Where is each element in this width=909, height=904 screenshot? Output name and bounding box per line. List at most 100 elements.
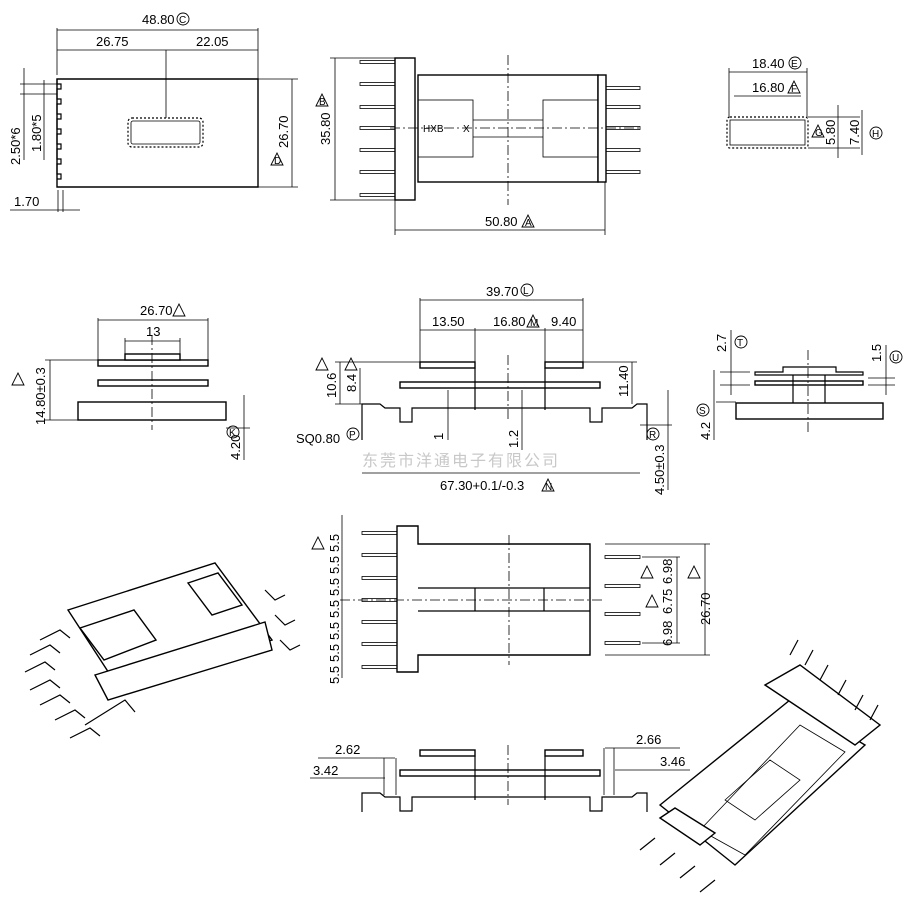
dim-overall-width: 48.80 <box>142 12 175 27</box>
pin <box>359 60 396 64</box>
dim-front-right: 9.40 <box>551 314 576 329</box>
dim-h3: 11.40 <box>616 365 631 397</box>
pin <box>359 193 396 197</box>
marker-k: K <box>229 428 236 439</box>
dim-s: 4.2 <box>698 422 713 440</box>
end-view <box>45 318 250 460</box>
dim-pitch-5: 5.5 <box>327 622 342 640</box>
pin <box>361 598 398 602</box>
dim-pitch-4: 5.5 <box>327 600 342 618</box>
pin <box>604 641 641 645</box>
marker-s: S <box>699 406 706 417</box>
bottom-view <box>340 515 710 678</box>
dim-core: 13 <box>146 324 160 339</box>
dim-outer-height: 7.40 <box>847 120 862 145</box>
dim-t: 2.7 <box>714 334 729 352</box>
dim-inner-width: 16.80 <box>752 80 785 95</box>
dim-h1: 10.6 <box>324 373 339 398</box>
marker-u: U <box>892 353 899 364</box>
pin <box>605 105 641 109</box>
top-view <box>10 28 298 212</box>
pin <box>359 148 396 152</box>
front-view <box>335 298 672 490</box>
side-view-top <box>330 55 641 235</box>
pin <box>604 584 641 588</box>
pin <box>359 82 396 86</box>
dim-pitch-6: 5.5 <box>327 644 342 662</box>
pin <box>605 86 641 90</box>
marker-r: R <box>649 430 656 441</box>
dim-flange: 26.70 <box>140 303 173 318</box>
dim-bottom-height: 26.70 <box>698 592 713 625</box>
dim-d2: 1.2 <box>506 430 521 448</box>
pin <box>605 126 641 130</box>
marker-a: A <box>525 218 532 229</box>
dim-pitch-7: 5.5 <box>327 666 342 684</box>
marker-f: F <box>791 84 797 95</box>
marker-b: B <box>319 97 326 108</box>
dim-pitch-3: 5.5 <box>327 578 342 596</box>
dim-pin-length: 4.20 <box>228 435 243 460</box>
dim-right-pitch-3: 6.98 <box>660 621 675 646</box>
dim-front-middle: 16.80 <box>493 314 526 329</box>
dim-outer-width: 18.40 <box>752 56 785 71</box>
isometric-view-left <box>24 562 301 739</box>
dim-h2: 8.4 <box>344 374 359 392</box>
dim-front-overall: 39.70 <box>486 284 519 299</box>
dim-d1: 1 <box>431 433 446 440</box>
marker-n: N <box>545 482 552 493</box>
dim-end-height: 14.80±0.3 <box>33 367 48 425</box>
pin <box>604 612 641 616</box>
pin <box>361 553 398 557</box>
marker-c: C <box>179 15 186 26</box>
watermark: 东莞市洋通电子有限公司 <box>362 451 560 470</box>
marker-t: T <box>737 338 743 349</box>
marker-l: L <box>523 286 529 297</box>
dim-pin-len: 4.50±0.3 <box>652 444 667 495</box>
section-view <box>726 68 863 158</box>
dim-pitch-2: 5.5 <box>327 556 342 574</box>
dim-lower-a: 2.62 <box>335 742 360 757</box>
dim-left-offset: 26.75 <box>96 34 129 49</box>
dim-side-height: 35.80 <box>318 112 333 145</box>
dim-pin-square: SQ0.80 <box>296 431 340 446</box>
dim-inner-height: 5.80 <box>823 120 838 145</box>
dim-lower-d: 3.46 <box>660 754 685 769</box>
pin <box>361 665 398 669</box>
dim-front-left: 13.50 <box>432 314 465 329</box>
lower-front-view <box>310 745 690 812</box>
dim-right-pitch-1: 6.98 <box>660 559 675 584</box>
dim-u: 1.5 <box>869 344 884 362</box>
isometric-view-right <box>639 639 882 893</box>
pin <box>361 642 398 646</box>
dim-side-width: 50.80 <box>485 214 518 229</box>
pin <box>604 555 641 559</box>
dim-edge: 1.70 <box>14 194 39 209</box>
label-x: X <box>463 124 470 135</box>
label-model: HXB <box>423 124 444 135</box>
dim-pitch-1: 5.5 <box>327 534 342 552</box>
dim-span: 67.30+0.1/-0.3 <box>440 478 524 493</box>
marker-m: M <box>530 318 538 329</box>
dim-lower-c: 2.66 <box>636 732 661 747</box>
pin <box>359 126 396 130</box>
pin <box>605 170 641 174</box>
marker-p: P <box>349 430 356 441</box>
pin <box>359 105 396 109</box>
marker-h: H <box>872 129 879 140</box>
dim-lower-b: 3.42 <box>313 763 338 778</box>
pin <box>359 170 396 174</box>
dim-right-offset: 22.05 <box>196 34 229 49</box>
right-view <box>713 330 895 440</box>
dim-right-pitch-2: 6.75 <box>660 589 675 614</box>
dim-pin-pitch: 2.50*6 <box>8 127 23 165</box>
pin <box>605 148 641 152</box>
marker-e: E <box>791 59 798 70</box>
marker-g: G <box>815 128 823 139</box>
pin <box>361 531 398 535</box>
dim-slot-width: 1.80*5 <box>29 114 44 152</box>
dim-height: 26.70 <box>276 115 291 148</box>
pin <box>361 576 398 580</box>
